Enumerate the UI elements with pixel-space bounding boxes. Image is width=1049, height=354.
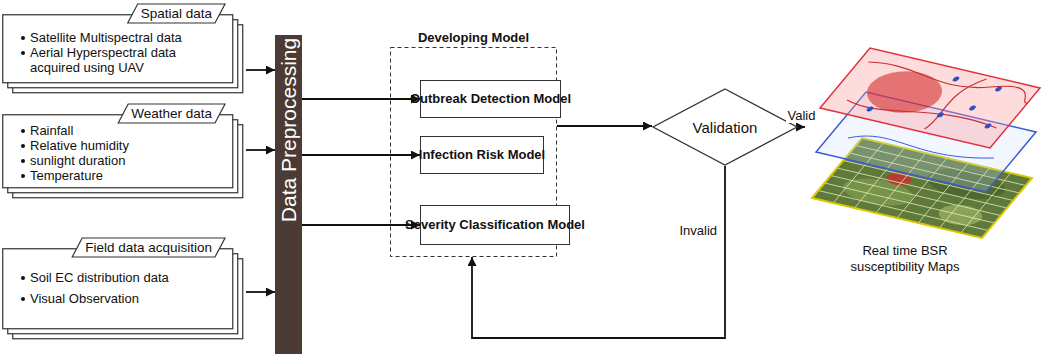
- source-item: sunlight duration: [30, 153, 215, 168]
- model-box: Outbreak Detection Model: [420, 80, 561, 118]
- source-item: Rainfall: [30, 123, 215, 138]
- source-item: Soil EC distribution data: [30, 270, 215, 285]
- data-source-stack: Field data acquisitionSoil EC distributi…: [2, 236, 246, 340]
- flow-arrow: [557, 125, 652, 127]
- source-title: Spatial data: [133, 4, 220, 23]
- model-label: Severity Classification Model: [405, 217, 585, 234]
- model-box: Infection Risk Model: [420, 136, 544, 174]
- edge-label: Invalid: [677, 223, 719, 238]
- flow-arrow: [798, 126, 805, 128]
- data-source-stack: Spatial dataSatellite Multispectral data…: [2, 2, 246, 94]
- model-group: Developing ModelOutbreak Detection Model…: [390, 30, 557, 257]
- model-label: Infection Risk Model: [419, 147, 545, 164]
- source-title: Weather data: [123, 104, 220, 123]
- model-box: Severity Classification Model: [420, 205, 570, 245]
- flow-arrow: [302, 224, 420, 226]
- flow-arrow: [302, 98, 420, 100]
- source-item: Temperature: [30, 168, 215, 183]
- flow-arrow: [246, 149, 275, 151]
- risk-layer: [820, 48, 1040, 148]
- source-item: Relative humidity: [30, 138, 215, 153]
- process-label: Data Preprocessing: [277, 38, 301, 222]
- decision-diamond: Validation: [652, 88, 798, 166]
- flow-arrow: [246, 291, 275, 293]
- source-item: Aerial Hyperspectral data acquired using…: [30, 45, 215, 75]
- source-title: Field data acquisition: [77, 238, 220, 257]
- preprocessing-bar: Data Preprocessing: [275, 35, 302, 354]
- decision-label: Validation: [693, 119, 758, 136]
- flow-arrow: [302, 154, 420, 156]
- source-item: Visual Observation: [30, 291, 215, 306]
- group-title: Developing Model: [390, 30, 557, 47]
- map-caption: Real time BSR susceptibility Maps: [835, 243, 975, 275]
- output-map: Real time BSR susceptibility Maps: [805, 40, 1046, 275]
- edge-label: Valid: [786, 108, 818, 123]
- model-label: Outbreak Detection Model: [410, 91, 571, 108]
- flow-arrow: [472, 166, 725, 338]
- source-item: Satellite Multispectral data: [30, 30, 215, 45]
- flow-arrow: [246, 69, 275, 71]
- data-source-stack: Weather dataRainfallRelative humiditysun…: [2, 102, 246, 199]
